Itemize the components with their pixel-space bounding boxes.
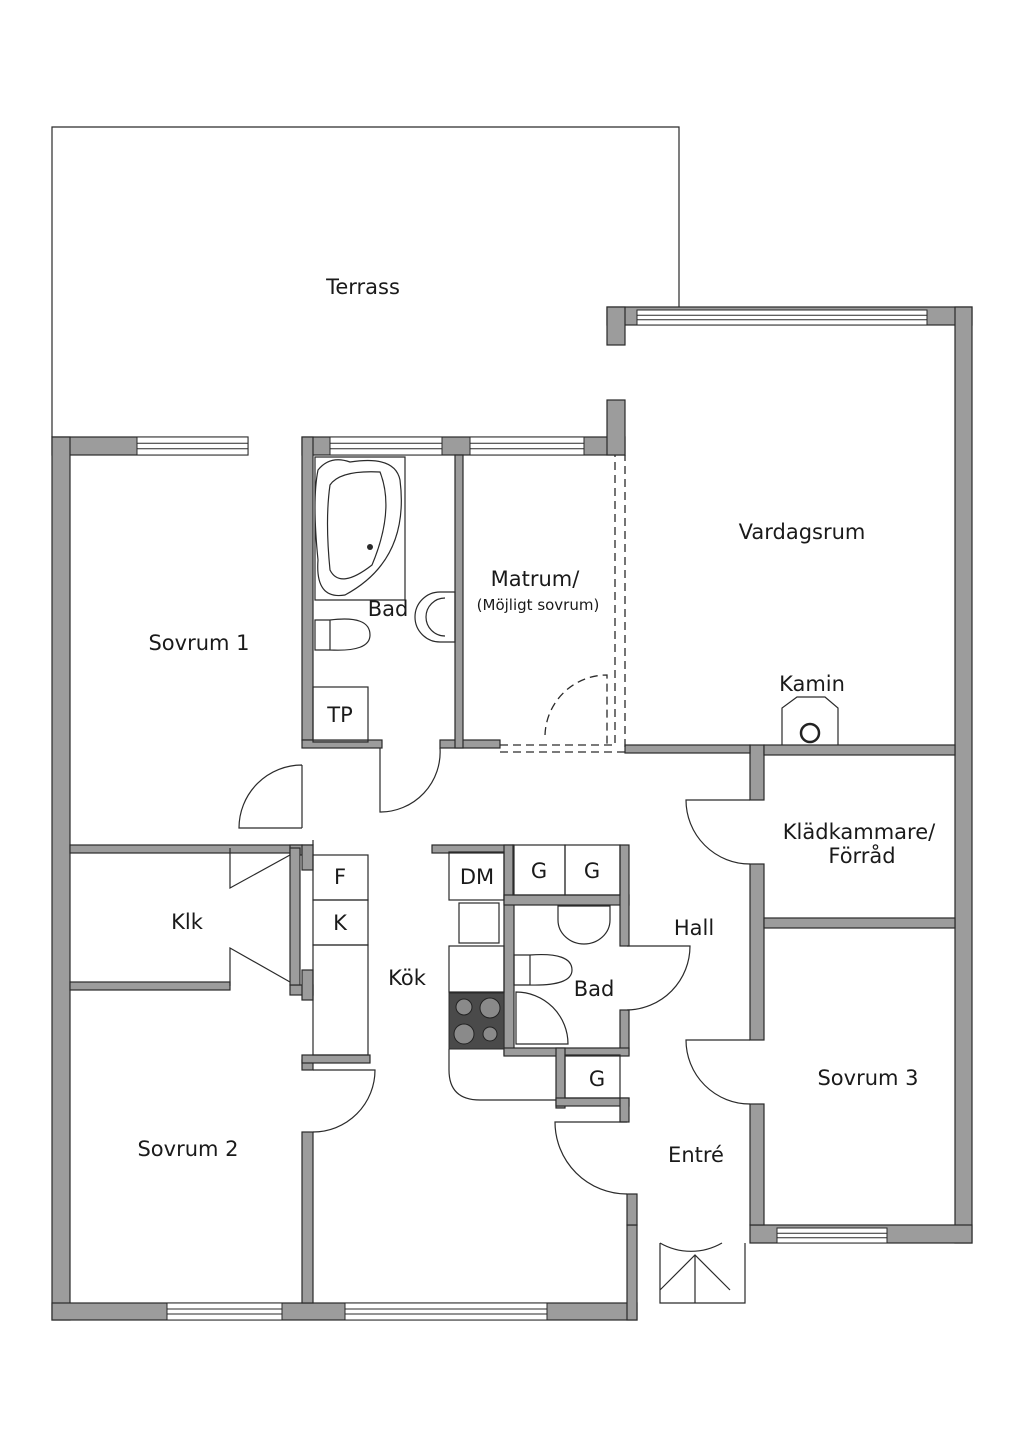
door-sovrum3 xyxy=(685,1039,751,1105)
windows xyxy=(136,309,928,1321)
label-entre: Entré xyxy=(668,1143,724,1167)
toilet-bad1-icon xyxy=(314,618,371,651)
label-klk: Klk xyxy=(171,910,204,934)
wall-segment xyxy=(619,844,630,947)
window xyxy=(344,1302,548,1321)
door-matrum-dashed xyxy=(500,455,626,753)
label-matrum-sub: (Möjligt sovrum) xyxy=(477,596,600,614)
door-bad2 xyxy=(626,945,691,1011)
wall-segment xyxy=(626,1224,638,1321)
fixtures xyxy=(312,456,839,1101)
wall-segment xyxy=(301,1054,371,1064)
wall-segment xyxy=(69,981,231,991)
wall-segment xyxy=(301,844,314,871)
sink-bad2-icon xyxy=(557,905,611,945)
label-g-1: G xyxy=(531,859,547,883)
label-kamin: Kamin xyxy=(779,672,845,696)
shower-icon xyxy=(515,991,569,1045)
counter-mid xyxy=(448,945,505,993)
wall-segment xyxy=(301,436,314,741)
kitchen-sink-icon xyxy=(458,902,500,944)
room-labels: Terrass Vardagsrum Matrum/ (Möjligt sovr… xyxy=(137,275,936,1167)
wall-segment xyxy=(301,969,314,1001)
wall-segment xyxy=(763,917,956,929)
wall-segment xyxy=(503,894,630,906)
wall-segment xyxy=(763,744,956,756)
bathtub-drain-icon xyxy=(367,544,373,550)
wall-segment xyxy=(301,739,383,749)
wall-segment xyxy=(439,739,501,749)
label-hall: Hall xyxy=(674,916,714,940)
window xyxy=(636,309,928,326)
stove-burners xyxy=(453,997,501,1045)
label-tp: TP xyxy=(326,703,353,727)
toilet-bad2-icon xyxy=(513,953,573,986)
wall-segment xyxy=(954,306,973,1244)
wall-segment xyxy=(749,744,765,801)
wall-segment xyxy=(624,744,751,754)
label-bad-1: Bad xyxy=(368,597,409,621)
corner-bathtub-icon xyxy=(314,456,406,601)
window xyxy=(776,1227,888,1244)
label-g-2: G xyxy=(584,859,600,883)
terrace-outline xyxy=(51,126,680,437)
label-vardagsrum: Vardagsrum xyxy=(739,520,866,544)
tp-cabinet xyxy=(312,686,369,743)
window xyxy=(166,1302,283,1321)
cabinet-g3 xyxy=(564,1054,621,1099)
fireplace-opening-icon xyxy=(799,722,821,744)
window xyxy=(136,436,249,456)
cabinet-g2 xyxy=(564,844,621,896)
wall-segment xyxy=(555,1097,630,1107)
door-sovrum2 xyxy=(312,1069,376,1133)
counter-left xyxy=(312,944,369,1056)
wall-segment xyxy=(626,1193,638,1226)
wall-segment xyxy=(301,1131,314,1304)
door-bad1 xyxy=(379,747,441,813)
label-g-3: G xyxy=(589,1067,605,1091)
door-sovrum1 xyxy=(238,764,303,829)
door-klk-top xyxy=(229,848,291,890)
door-entre-inner xyxy=(554,1121,628,1195)
label-matrum: Matrum/ xyxy=(491,567,581,591)
label-k: K xyxy=(333,911,348,935)
wall-segment xyxy=(749,863,765,1041)
label-sovrum-2: Sovrum 2 xyxy=(137,1137,238,1161)
label-sovrum-3: Sovrum 3 xyxy=(817,1066,918,1090)
label-bad-2: Bad xyxy=(574,977,615,1001)
wall-segment xyxy=(749,1103,765,1226)
window xyxy=(469,436,585,456)
label-kladkammare: Klädkammare/ xyxy=(783,820,936,844)
fireplace-icon xyxy=(781,696,839,745)
door-entrance xyxy=(659,1242,746,1304)
wall-segment xyxy=(51,436,71,1321)
window xyxy=(329,436,443,456)
wall-segment xyxy=(619,1097,630,1123)
wall-segment xyxy=(606,399,626,456)
dishwasher-cabinet xyxy=(448,851,505,901)
label-terrass: Terrass xyxy=(325,275,400,299)
label-sovrum-1: Sovrum 1 xyxy=(148,631,249,655)
label-f: F xyxy=(334,865,346,889)
counter-curve xyxy=(448,1049,556,1101)
label-kok: Kök xyxy=(388,966,427,990)
door-kladkammare xyxy=(685,799,751,865)
label-forrad: Förråd xyxy=(828,843,895,868)
wall-segment xyxy=(289,847,301,986)
doors xyxy=(229,455,751,1304)
wall-segment xyxy=(454,454,464,749)
wall-segment xyxy=(69,844,303,854)
wall-segment xyxy=(606,306,626,346)
walls xyxy=(51,306,973,1321)
door-klk-bottom xyxy=(229,946,291,986)
sink-bad1-icon xyxy=(414,591,456,643)
wall-segment xyxy=(503,1047,630,1057)
label-dm: DM xyxy=(460,865,494,889)
